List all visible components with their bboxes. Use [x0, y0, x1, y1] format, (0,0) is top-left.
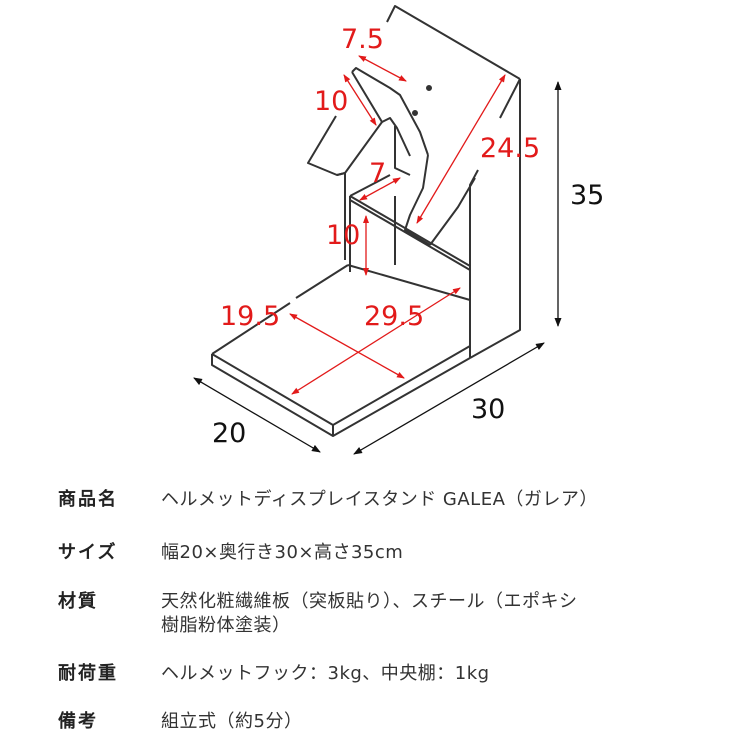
- spec-row-product-name: 商品名 ヘルメットディスプレイスタンド GALEA（ガレア）: [58, 488, 598, 512]
- spec-value-line2: 樹脂粉体塗装）: [161, 615, 291, 636]
- spec-row-notes: 備考 組立式（約5分）: [58, 710, 302, 734]
- spec-value: 天然化粧繊維板（突板貼り）、スチール（エポキシ 樹脂粉体塗装）: [161, 590, 578, 638]
- spec-label: サイズ: [58, 542, 118, 563]
- spec-label: 材質: [58, 591, 98, 612]
- dim-hook-depth: 10: [314, 86, 348, 117]
- spec-label: 備考: [58, 711, 98, 732]
- dim-depth: 30: [471, 394, 505, 425]
- dim-base-inner-depth: 29.5: [364, 301, 424, 332]
- dim-hook-width: 7.5: [341, 24, 384, 55]
- dim-back-panel: 24.5: [480, 133, 540, 164]
- spec-row-load-capacity: 耐荷重 ヘルメットフック：3kg、中央棚：1kg: [58, 662, 490, 686]
- spec-label: 耐荷重: [58, 663, 118, 684]
- spec-value: ヘルメットディスプレイスタンド GALEA（ガレア）: [161, 489, 598, 510]
- dim-height: 35: [570, 180, 604, 211]
- dim-shelf-depth: 7: [369, 158, 386, 189]
- spec-row-material: 材質 天然化粧繊維板（突板貼り）、スチール（エポキシ 樹脂粉体塗装）: [58, 590, 578, 638]
- dim-base-inner-width: 19.5: [220, 301, 280, 332]
- spec-value: ヘルメットフック：3kg、中央棚：1kg: [161, 663, 490, 684]
- black-dimension-lines: [193, 81, 562, 455]
- spec-value-line1: 天然化粧繊維板（突板貼り）、スチール（エポキシ: [161, 591, 578, 612]
- dim-width: 20: [212, 418, 246, 449]
- spec-value: 幅20×奥行き30×高さ35cm: [161, 542, 404, 563]
- spec-label: 商品名: [58, 489, 118, 510]
- dimension-diagram: 7.5 10 24.5 7 10 19.5 29.5 35 30 20: [193, 5, 604, 455]
- spec-value: 組立式（約5分）: [161, 711, 303, 732]
- dim-shelf-height: 10: [326, 220, 360, 251]
- spec-row-size: サイズ 幅20×奥行き30×高さ35cm: [58, 541, 403, 565]
